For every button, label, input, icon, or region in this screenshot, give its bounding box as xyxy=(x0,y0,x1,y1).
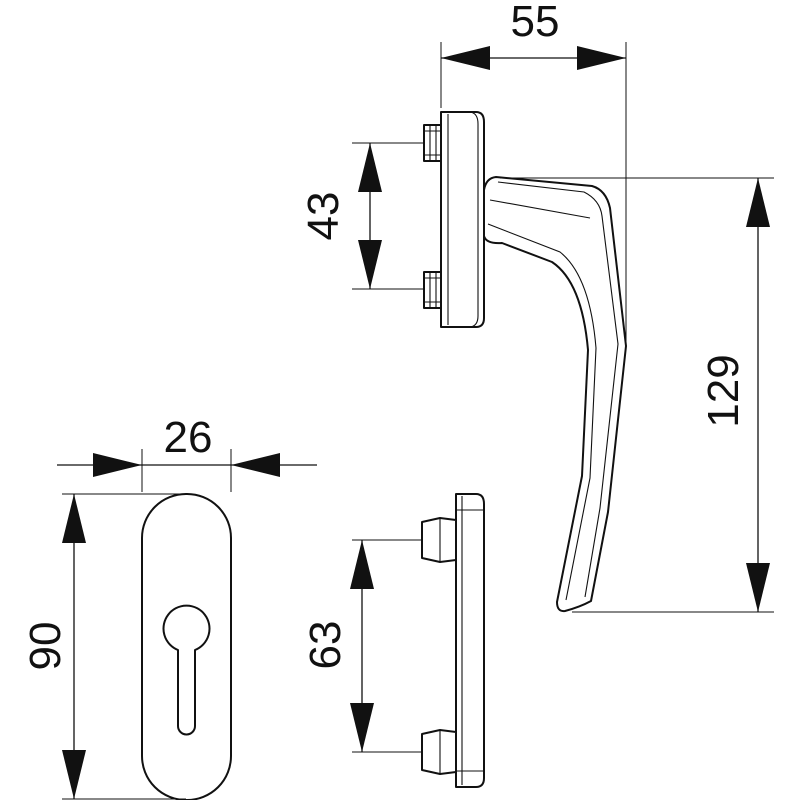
escutcheon-front-view xyxy=(141,493,232,800)
dimension-63: 63 xyxy=(301,539,422,753)
dimension-55-label: 55 xyxy=(511,0,560,46)
bottom-fixing-stud xyxy=(421,729,457,775)
dimension-43: 43 xyxy=(299,142,424,290)
dimension-55: 55 xyxy=(440,0,627,348)
dimension-129: 129 xyxy=(500,177,774,613)
dimension-63-label: 63 xyxy=(301,621,350,670)
handle-lever xyxy=(483,176,627,613)
dimension-90-label: 90 xyxy=(21,622,70,671)
escutcheon-side-plate xyxy=(455,493,485,788)
escutcheon-side-view xyxy=(421,493,485,788)
handle-base-plate xyxy=(440,111,485,328)
dimension-43-label: 43 xyxy=(299,192,348,241)
bottom-screw xyxy=(423,271,442,309)
handle-side-view xyxy=(423,111,627,613)
dimension-129-label: 129 xyxy=(699,354,748,427)
top-fixing-stud xyxy=(421,517,457,563)
top-screw xyxy=(423,124,442,162)
dimension-26-label: 26 xyxy=(164,413,213,462)
dimension-26: 26 xyxy=(57,413,317,492)
cylinder-keyhole xyxy=(162,604,211,736)
dimension-90: 90 xyxy=(21,493,186,800)
